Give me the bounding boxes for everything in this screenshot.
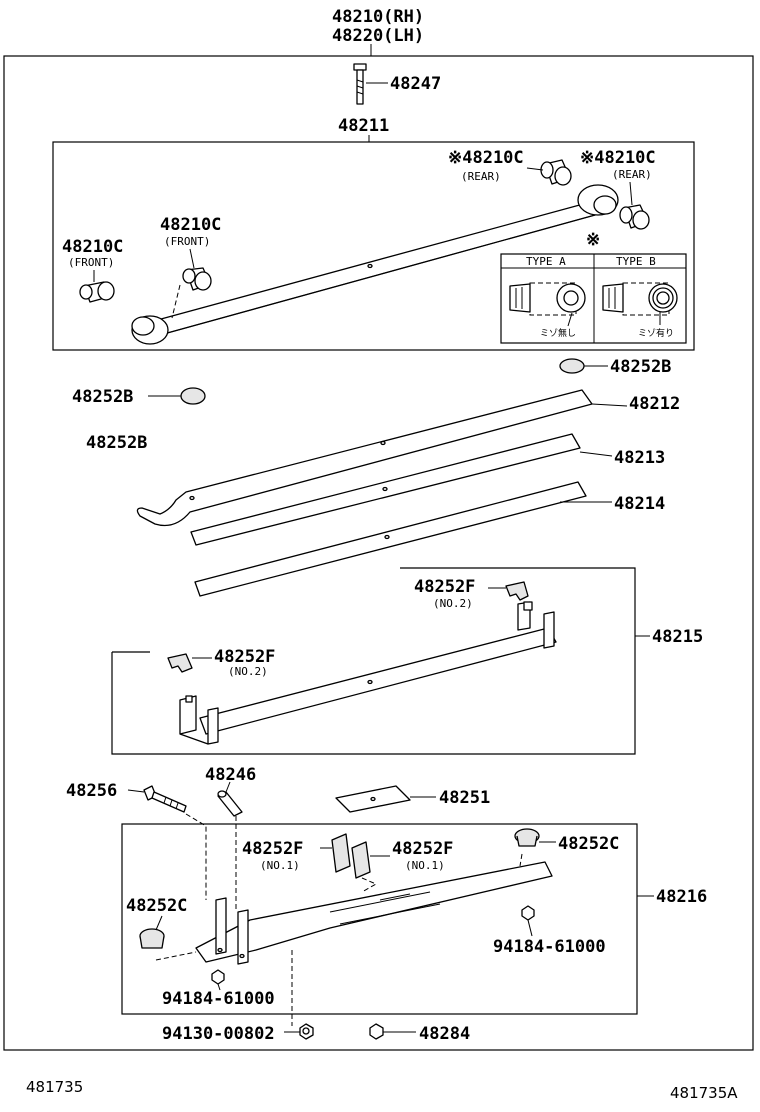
part-label-48213: 48213 bbox=[614, 448, 665, 468]
part-label-48210c-rear-1: ※48210C bbox=[448, 148, 524, 168]
leaf-48216-box bbox=[121, 823, 638, 1015]
spring-assy-box bbox=[52, 141, 695, 351]
note-rear-2: (REAR) bbox=[612, 168, 652, 181]
bolt-48256 bbox=[127, 785, 187, 813]
part-label-48214: 48214 bbox=[614, 494, 665, 514]
part-label-48252f-no2-top: 48252F bbox=[414, 577, 475, 597]
leaf-48212 bbox=[136, 389, 628, 527]
pin-48246 bbox=[217, 781, 243, 817]
part-label-48247: 48247 bbox=[390, 74, 441, 94]
footer-right-code: 481735A bbox=[670, 1084, 738, 1102]
footer-left-code: 481735 bbox=[26, 1078, 83, 1096]
header-rh-label: 48210(RH) bbox=[332, 7, 424, 27]
outer-frame bbox=[3, 55, 754, 1051]
dash-bumper-left bbox=[155, 951, 197, 961]
part-label-48246: 48246 bbox=[205, 765, 256, 785]
part-label-48216: 48216 bbox=[656, 887, 707, 907]
type-a-caption: ミゾ無し bbox=[540, 327, 576, 339]
type-a-bushing bbox=[509, 282, 586, 316]
leaf-48215-box bbox=[111, 567, 636, 755]
part-label-48284: 48284 bbox=[419, 1024, 470, 1044]
bumper-48252c-right bbox=[514, 828, 556, 847]
leaf-48214 bbox=[194, 481, 612, 597]
part-label-48211: 48211 bbox=[338, 116, 389, 136]
part-label-48210c-rear-2: ※48210C bbox=[580, 148, 656, 168]
bushing-rear-center bbox=[540, 159, 572, 186]
dash-clip-no1 bbox=[361, 877, 378, 893]
part-label-48251: 48251 bbox=[439, 788, 490, 808]
part-label-48252f-no1-right: 48252F bbox=[392, 839, 453, 859]
type-a-label: TYPE A bbox=[526, 255, 566, 268]
leader-rear-2 bbox=[629, 181, 633, 206]
bushing-front-left bbox=[79, 281, 115, 303]
dash-bolt-48256 bbox=[185, 813, 207, 900]
clip-48252f-no1-left bbox=[320, 833, 351, 873]
part-label-48210c-front-1: 48210C bbox=[160, 215, 221, 235]
dash-bumper-right bbox=[519, 853, 523, 867]
part-label-94184-right: 94184-61000 bbox=[493, 937, 606, 957]
clip-48252f-no2-left bbox=[167, 653, 212, 673]
clip-48252f-no2-top bbox=[488, 581, 529, 601]
part-label-48256: 48256 bbox=[66, 781, 117, 801]
part-label-48252b-left: 48252B bbox=[72, 387, 133, 407]
part-label-48212: 48212 bbox=[629, 394, 680, 414]
leader-rear-1 bbox=[526, 167, 544, 171]
note-48252f-no2-left: (NO.2) bbox=[228, 665, 268, 678]
part-label-48252c-right: 48252C bbox=[558, 834, 619, 854]
part-label-94184-left: 94184-61000 bbox=[162, 989, 275, 1009]
part-label-48252f-no2-left: 48252F bbox=[214, 647, 275, 667]
main-leaf-48211 bbox=[131, 184, 619, 345]
dash-front-center bbox=[171, 284, 181, 319]
type-b-bushing bbox=[602, 282, 678, 325]
part-label-48252c-left: 48252C bbox=[126, 896, 187, 916]
part-label-48252b-right: 48252B bbox=[610, 357, 671, 377]
insert-48252b-right bbox=[559, 358, 608, 374]
note-front-1: (FRONT) bbox=[164, 235, 210, 248]
bolt-48247 bbox=[353, 63, 388, 105]
note-48252f-no1-left: (NO.1) bbox=[260, 859, 300, 872]
leaf-48215 bbox=[179, 601, 557, 745]
bumper-48252c-left bbox=[139, 915, 165, 949]
type-a-leader bbox=[567, 312, 573, 327]
nut-94184-right bbox=[521, 905, 535, 937]
note-48252f-no1-right: (NO.1) bbox=[405, 859, 445, 872]
leaf-48216 bbox=[195, 861, 553, 965]
header-lh-label: 48220(LH) bbox=[332, 26, 424, 46]
part-label-94130: 94130-00802 bbox=[162, 1024, 275, 1044]
type-b-caption: ミゾ有り bbox=[638, 327, 674, 339]
bushing-front-center bbox=[182, 267, 212, 291]
type-b-label: TYPE B bbox=[616, 255, 656, 268]
bushing-rear-right bbox=[619, 204, 650, 230]
insert-48252b-left bbox=[148, 387, 206, 405]
note-front-2: (FRONT) bbox=[68, 256, 114, 269]
pad-48251 bbox=[335, 785, 436, 813]
part-label-48252b-left-2: 48252B bbox=[86, 433, 147, 453]
leaf-48213 bbox=[190, 433, 613, 546]
leader-front-1 bbox=[189, 248, 195, 269]
nut-48284 bbox=[369, 1023, 416, 1040]
note-rear-1: (REAR) bbox=[461, 170, 501, 183]
part-label-48215: 48215 bbox=[652, 627, 703, 647]
note-48252f-no2-top: (NO.2) bbox=[433, 597, 473, 610]
part-label-48210c-front-2: 48210C bbox=[62, 237, 123, 257]
type-marker: ※ bbox=[586, 230, 600, 250]
part-label-48252f-no1-left: 48252F bbox=[242, 839, 303, 859]
nut-94184-left bbox=[211, 969, 225, 991]
clip-48252f-no1-right bbox=[351, 841, 390, 879]
nut-94130 bbox=[284, 1023, 314, 1040]
